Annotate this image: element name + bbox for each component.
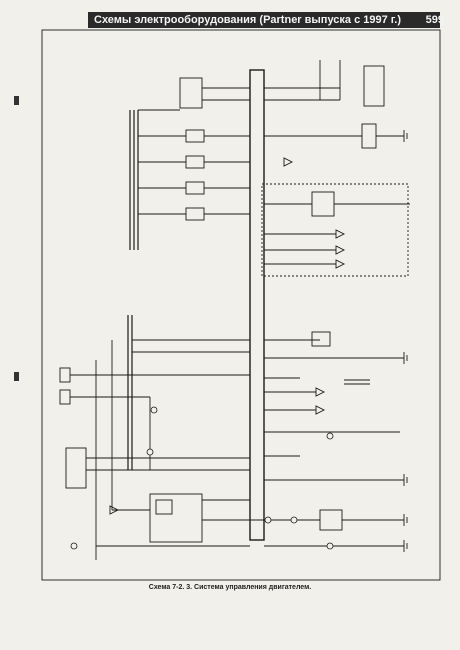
connector-pin — [264, 516, 272, 524]
diode-symbol — [315, 405, 326, 415]
injector-row — [138, 155, 294, 169]
injector-row — [138, 123, 404, 149]
connector-box — [311, 331, 331, 347]
ground-symbol — [403, 514, 408, 526]
connector-pin — [326, 542, 334, 550]
scan-artifact-mark — [14, 96, 19, 105]
connector-box — [59, 389, 71, 405]
relay-coil — [155, 499, 173, 515]
connector-pin — [290, 516, 298, 524]
sensor-box — [319, 509, 343, 531]
page-number: 599 — [425, 14, 444, 26]
connector-pin — [150, 406, 158, 414]
diode-symbol — [335, 245, 346, 255]
connector-box — [59, 367, 71, 383]
ground-symbol — [403, 130, 408, 142]
ecu-block — [249, 69, 265, 541]
diode-symbol — [109, 505, 120, 515]
diagram-frame — [41, 29, 441, 581]
diode-symbol — [335, 229, 346, 239]
module-box — [311, 191, 335, 217]
scan-artifact-mark — [14, 372, 19, 381]
page-header: Схемы электрооборудования (Partner выпус… — [88, 12, 440, 28]
diode-symbol — [315, 387, 326, 397]
sensor-box — [65, 447, 87, 489]
figure-caption: Схема 7-2. 3. Система управления двигате… — [148, 584, 312, 591]
connector-pin — [70, 542, 78, 550]
sensor-box — [363, 65, 385, 107]
relay-box — [179, 77, 203, 109]
injector-row — [138, 207, 250, 221]
sensor-cluster — [261, 183, 409, 277]
connector-pin — [326, 432, 334, 440]
injector-row — [138, 181, 250, 195]
ground-symbol — [403, 540, 408, 552]
page-title: Схемы электрооборудования (Partner выпус… — [94, 14, 401, 26]
diode-symbol — [335, 259, 346, 269]
connector-pin — [146, 448, 154, 456]
relay-module — [149, 493, 203, 543]
ground-symbol — [403, 352, 408, 364]
ground-symbol — [403, 474, 408, 486]
